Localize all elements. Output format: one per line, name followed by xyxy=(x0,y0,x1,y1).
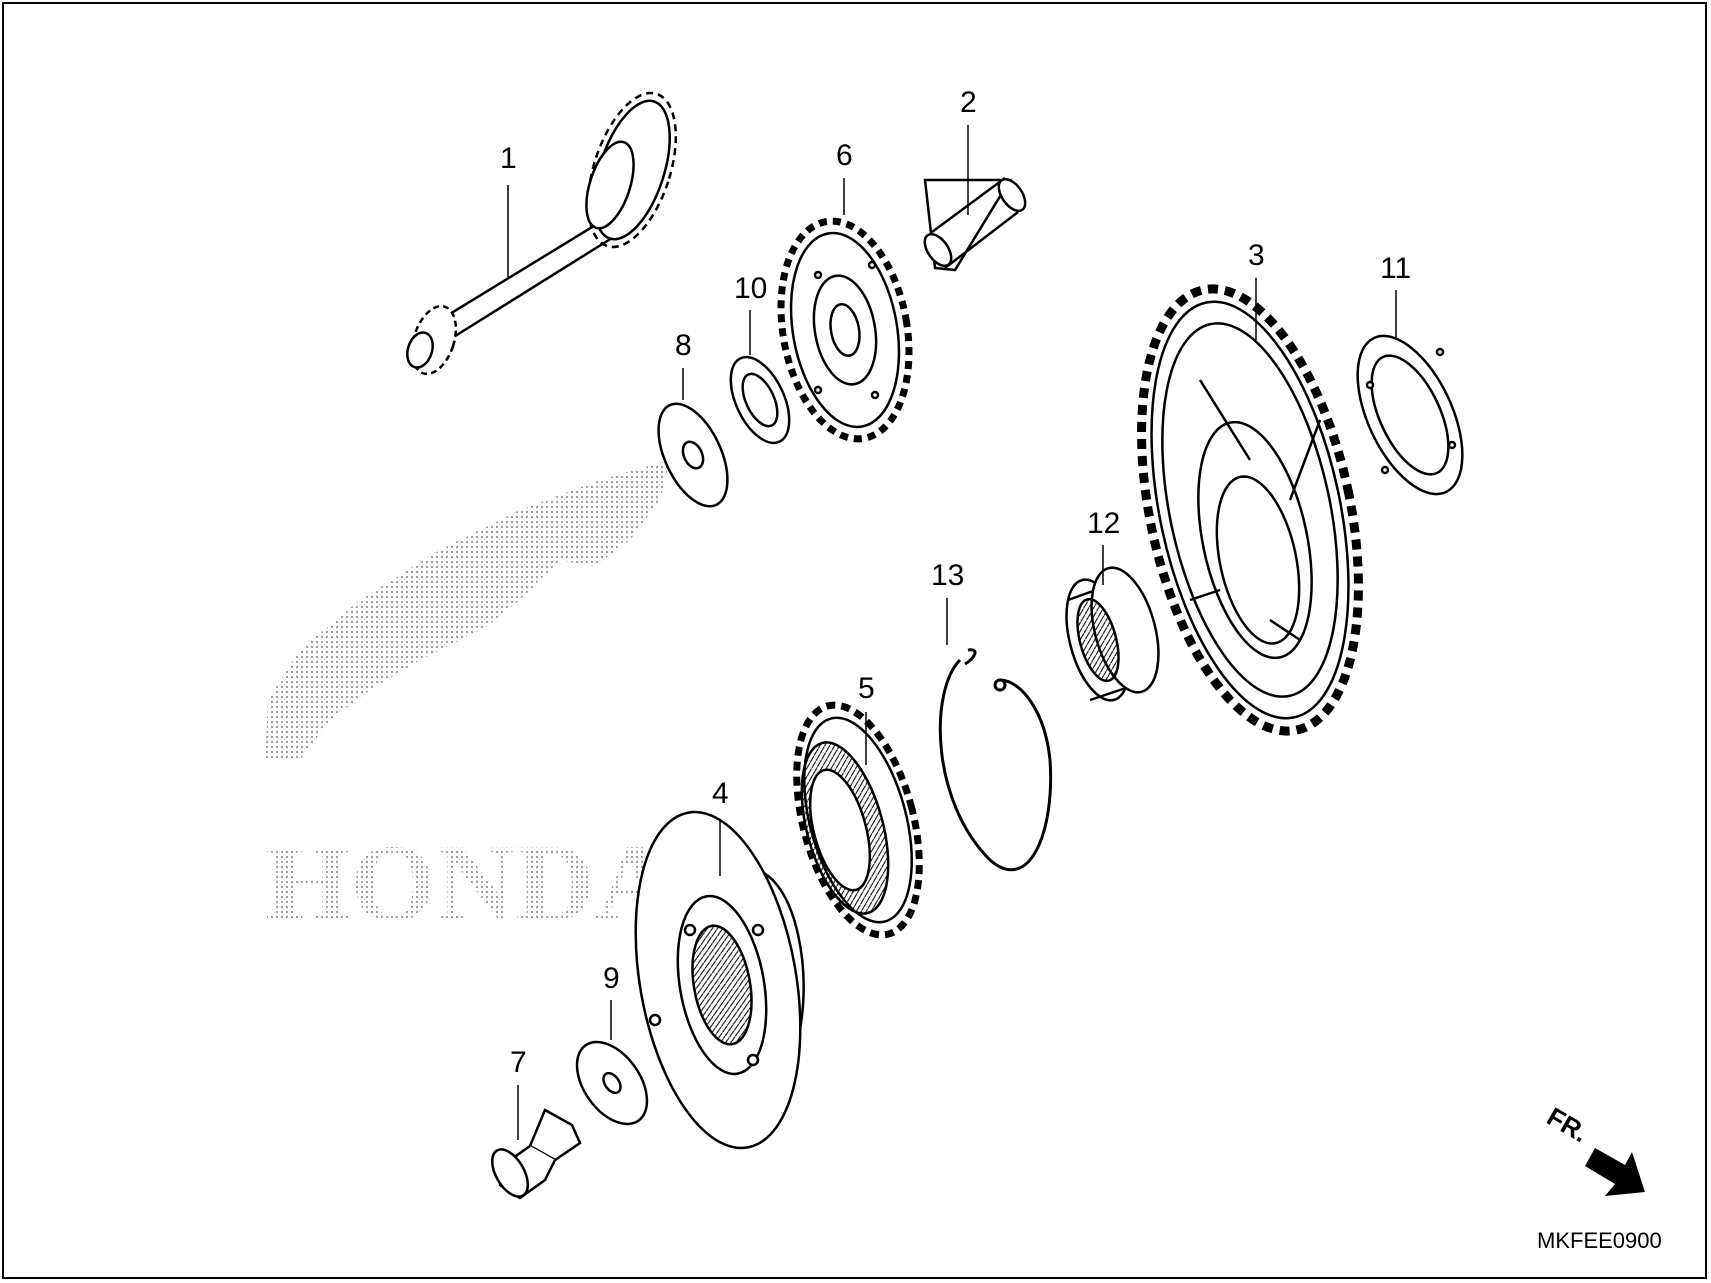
part-5-one-way-clutch xyxy=(793,701,923,939)
callout-5: 5 xyxy=(858,672,875,705)
callout-9: 9 xyxy=(603,962,620,995)
callout-6: 6 xyxy=(836,139,853,172)
callout-1: 1 xyxy=(500,142,517,175)
drawing-code: MKFEE0900 xyxy=(1537,1228,1662,1253)
watermark-text: HONDA xyxy=(265,822,674,944)
callout-12: 12 xyxy=(1087,507,1120,540)
part-9-washer xyxy=(575,1040,649,1126)
callout-7: 7 xyxy=(510,1046,527,1079)
part-8-washer xyxy=(657,402,729,508)
part-10-washer xyxy=(729,355,791,445)
callout-4: 4 xyxy=(712,777,729,810)
part-7-bolt xyxy=(490,1108,582,1200)
part-1-shaft-gear xyxy=(406,91,678,376)
honda-wing-logo: HONDA xyxy=(265,460,674,944)
callout-11: 11 xyxy=(1380,252,1411,285)
callout-leaders xyxy=(507,125,1397,1140)
arrow-icon xyxy=(1585,1148,1645,1196)
part-6-gear xyxy=(777,217,913,443)
direction-label: FR. xyxy=(1542,1101,1593,1148)
callout-8: 8 xyxy=(675,329,692,362)
callout-3: 3 xyxy=(1248,239,1265,272)
part-13-snap-ring xyxy=(938,648,1053,872)
callout-10: 10 xyxy=(734,272,767,305)
callout-13: 13 xyxy=(931,559,964,592)
part-3-large-gear xyxy=(1137,284,1363,736)
callout-2: 2 xyxy=(960,86,977,119)
part-11-ring xyxy=(1356,334,1464,496)
front-direction-indicator: FR. xyxy=(1542,1101,1645,1196)
part-2-pin xyxy=(923,176,1027,272)
part-4-clutch-outer xyxy=(634,810,805,1150)
part-12-needle-bearing xyxy=(1065,566,1160,702)
